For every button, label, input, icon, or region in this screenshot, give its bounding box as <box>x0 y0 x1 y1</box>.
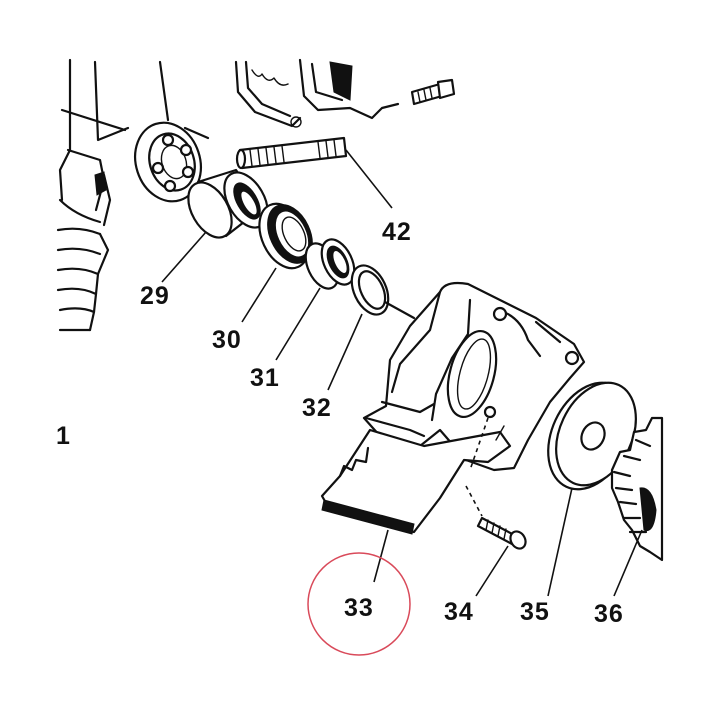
sleeve-29 <box>187 168 269 239</box>
part-label-42: 42 <box>382 218 412 246</box>
oil-seal-30 <box>258 202 313 270</box>
screw-34 <box>465 417 527 550</box>
part-label-36: 36 <box>594 600 624 628</box>
gear-36 <box>610 416 664 562</box>
part-label-35: 35 <box>520 598 550 626</box>
part-label-32: 32 <box>302 394 332 422</box>
part-label-34: 34 <box>444 598 474 626</box>
edge-label-fragment: 1 <box>56 422 71 450</box>
part-label-29: 29 <box>140 282 170 310</box>
upper-cover-housing <box>234 58 456 128</box>
guard-cover-33 <box>320 281 586 535</box>
part-label-30: 30 <box>212 326 242 354</box>
leader-lines <box>161 149 643 597</box>
highlight-circle <box>307 552 411 656</box>
collar-31 <box>304 238 356 290</box>
part-label-33: 33 <box>344 594 374 622</box>
stud-bolt-42 <box>235 136 348 170</box>
o-ring-32 <box>350 264 416 320</box>
part-label-31: 31 <box>250 364 280 392</box>
crankcase-housing <box>56 58 170 332</box>
bearing <box>134 121 210 203</box>
